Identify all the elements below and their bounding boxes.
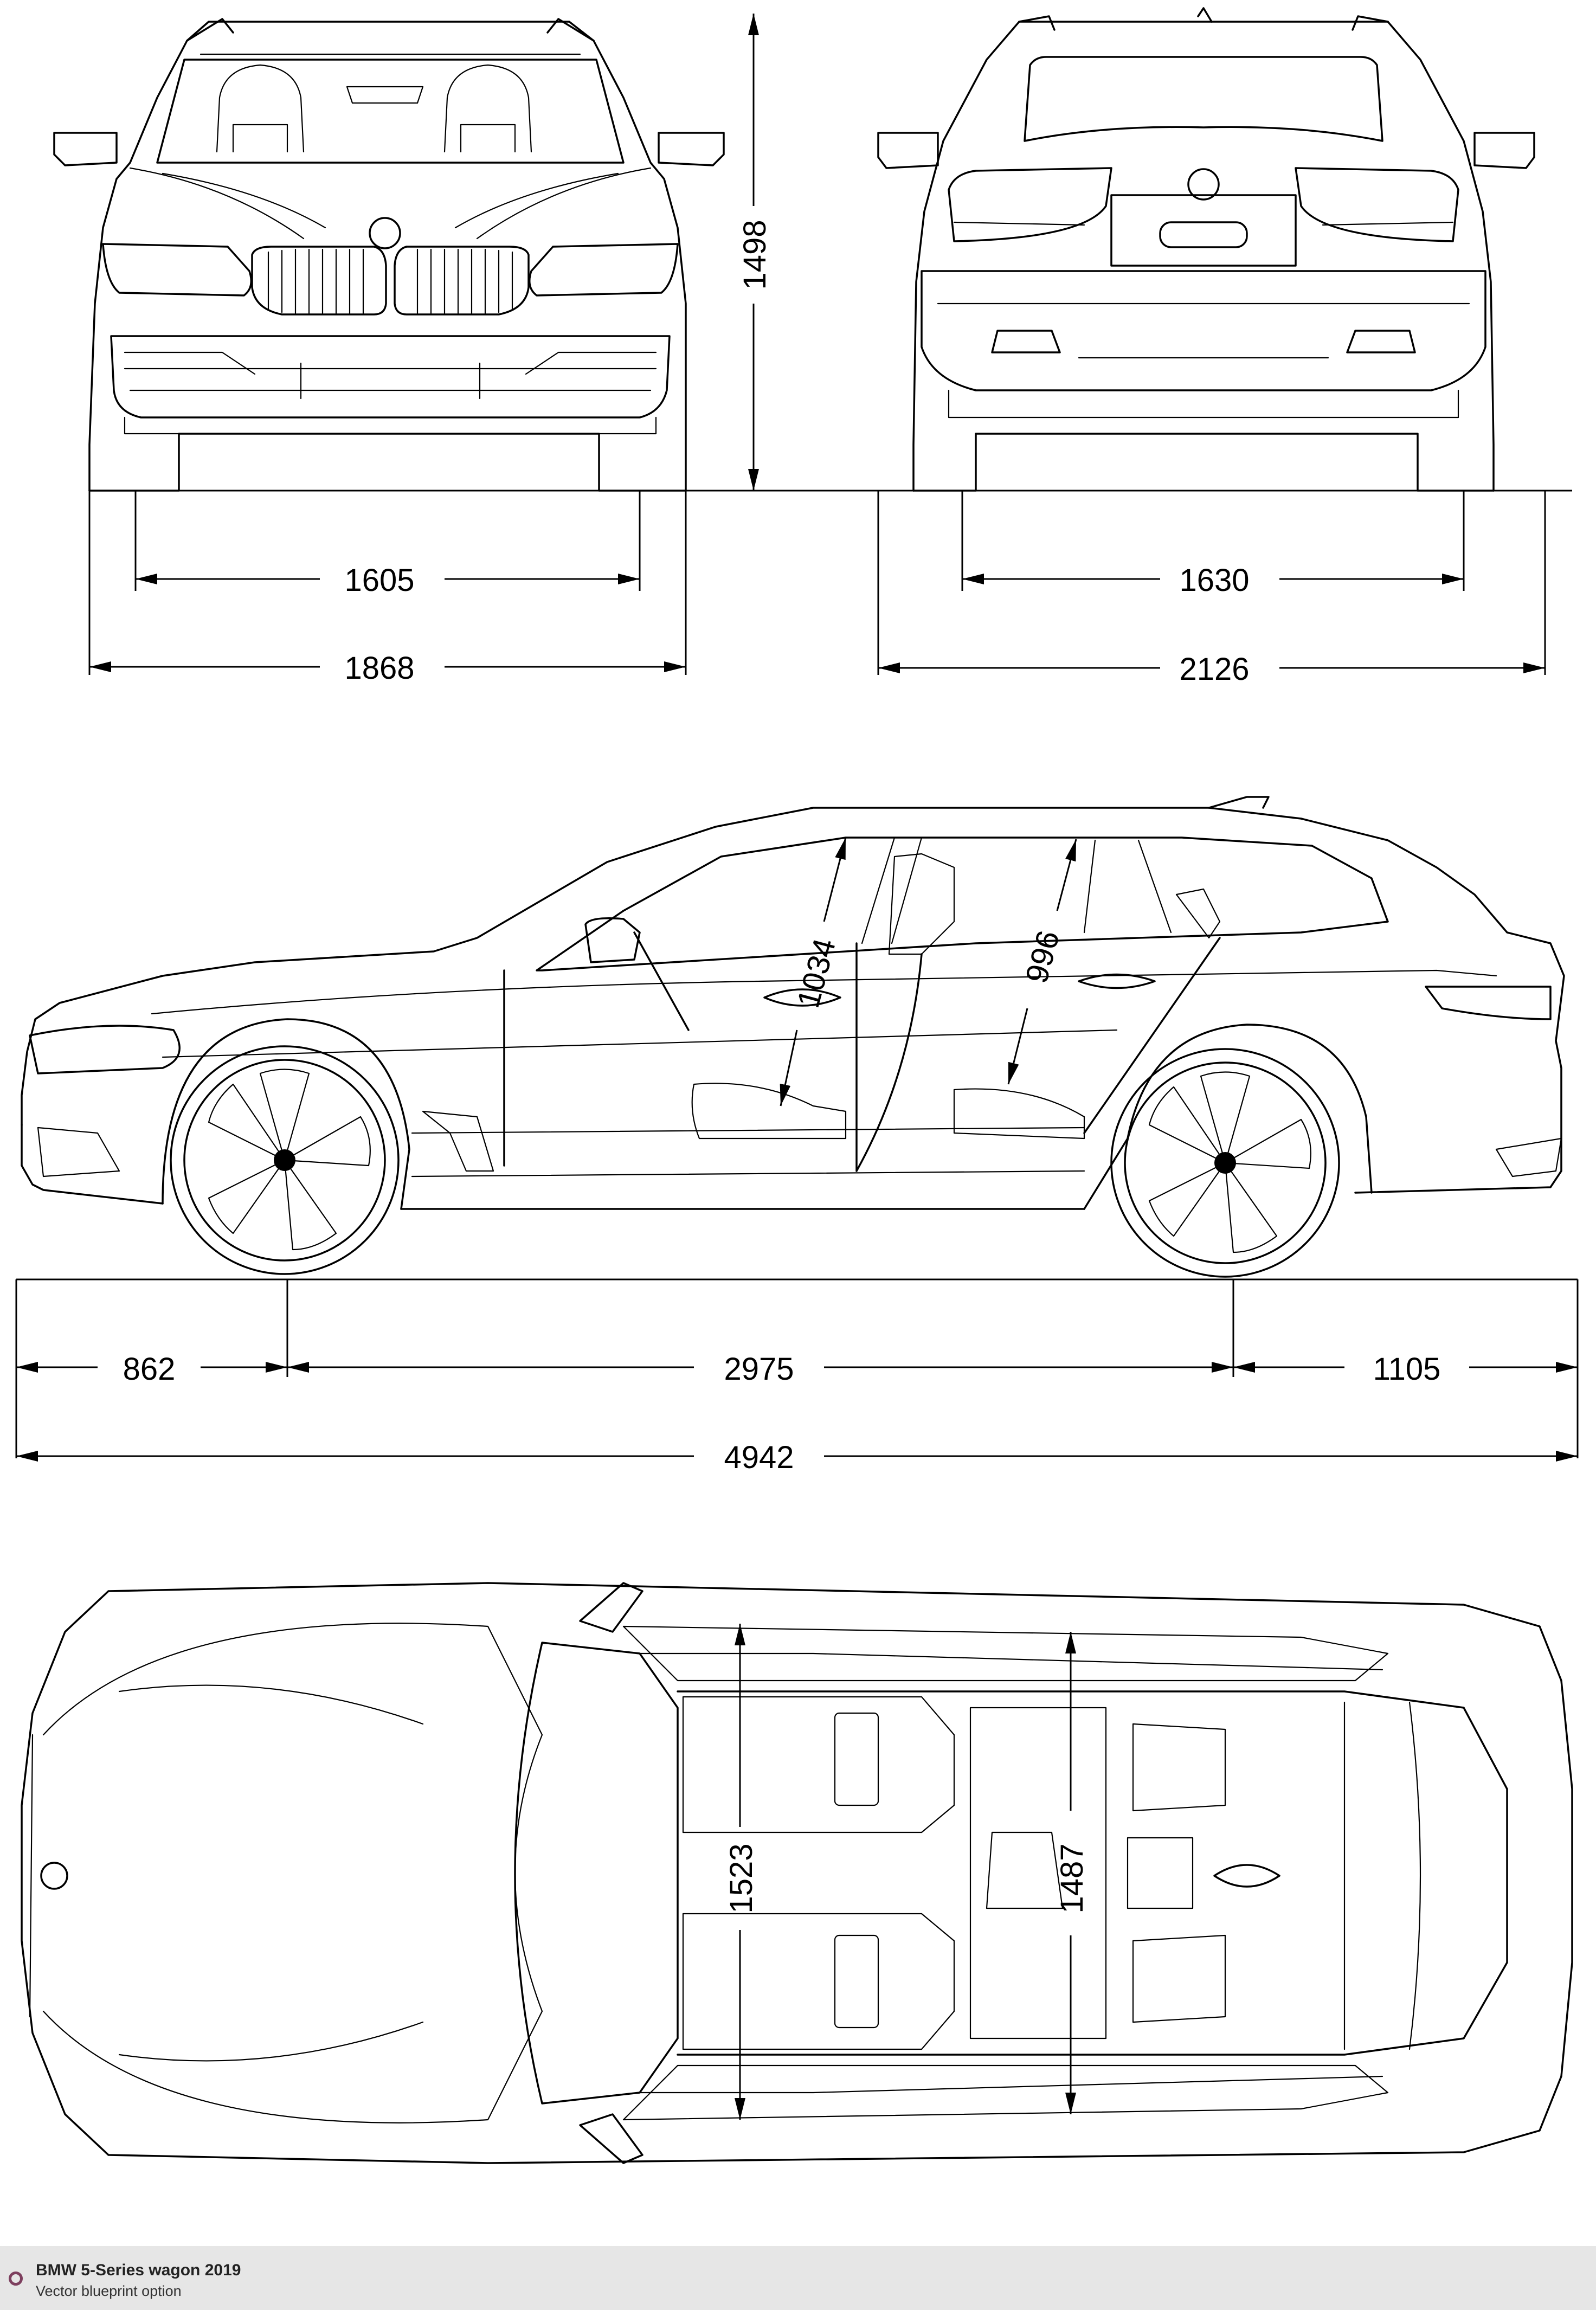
front-track-label: 1605	[344, 563, 414, 598]
mirror-width-label: 2126	[1179, 652, 1249, 687]
rear-overhang-label: 1105	[1373, 1352, 1441, 1387]
footer-bar: BMW 5-Series wagon 2019 Vector blueprint…	[0, 2246, 1596, 2310]
rear-view	[877, 7, 1535, 492]
top-view	[21, 1582, 1573, 2164]
length-label: 4942	[724, 1440, 794, 1475]
footer-title: BMW 5-Series wagon 2019	[36, 2261, 241, 2279]
side-view	[21, 796, 1565, 1278]
blueprint-logo-icon	[9, 2272, 23, 2286]
rear-track-label: 1630	[1179, 563, 1249, 598]
rear-headroom-label: 996	[1019, 927, 1066, 987]
front-width-label: 1868	[344, 651, 414, 686]
front-view	[53, 18, 725, 492]
wheelbase-label: 2975	[724, 1352, 794, 1387]
footer-subtitle: Vector blueprint option	[36, 2283, 182, 2299]
front-overhang-label: 862	[123, 1352, 176, 1387]
rear-shoulder-width-label: 1487	[1054, 1843, 1090, 1913]
dimension-lines	[15, 14, 1579, 2120]
front-shoulder-width-label: 1523	[724, 1843, 759, 1913]
height-label: 1498	[737, 220, 773, 289]
